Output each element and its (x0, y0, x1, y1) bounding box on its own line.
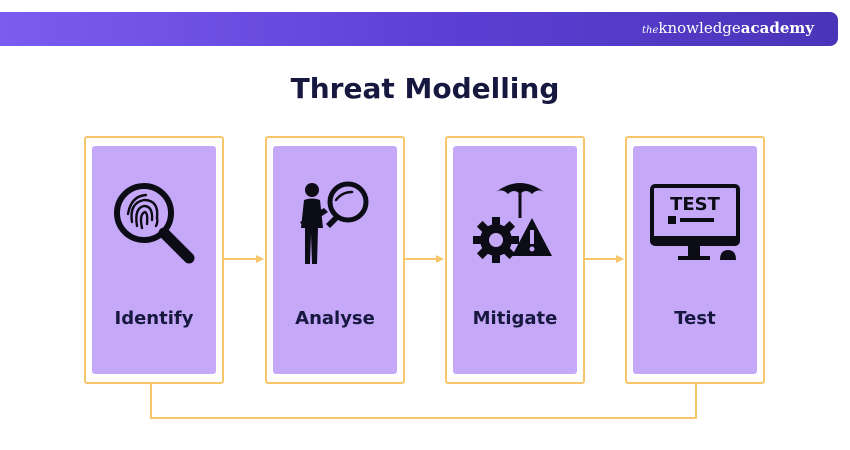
step-card-fill: Identify (92, 146, 216, 374)
step-analyse: Analyse (265, 136, 405, 384)
step-identify: Identify (84, 136, 224, 384)
loop-back-connector (150, 384, 697, 419)
step-label: Identify (114, 308, 194, 329)
test-monitor-icon: TEST (650, 184, 740, 260)
brand-accent: academy (740, 19, 814, 37)
step-label: Mitigate (472, 308, 558, 329)
arrowhead-1 (256, 255, 264, 263)
step-card-fill: TEST Test (633, 146, 757, 374)
arrowhead-3 (616, 255, 624, 263)
header-banner: theknowledgeacademy (0, 12, 838, 46)
gear-umbrella-warning-icon (473, 183, 552, 263)
step-label: Analyse (295, 308, 375, 329)
step-test: TEST Test (625, 136, 765, 384)
step-label: Test (674, 308, 716, 329)
brand-main: knowledge (658, 19, 741, 37)
step-card-fill: Mitigate (453, 146, 577, 374)
step-card-fill: Analyse (273, 146, 397, 374)
arrowhead-2 (436, 255, 444, 263)
page-title: Threat Modelling (290, 72, 560, 105)
brand-prefix: the (642, 25, 659, 36)
svg-text:TEST: TEST (670, 194, 721, 215)
brand-logo[interactable]: theknowledgeacademy (642, 19, 814, 37)
step-mitigate: Mitigate (445, 136, 585, 384)
person-magnifier-icon (300, 181, 369, 264)
fingerprint-magnifier-icon (114, 183, 195, 264)
